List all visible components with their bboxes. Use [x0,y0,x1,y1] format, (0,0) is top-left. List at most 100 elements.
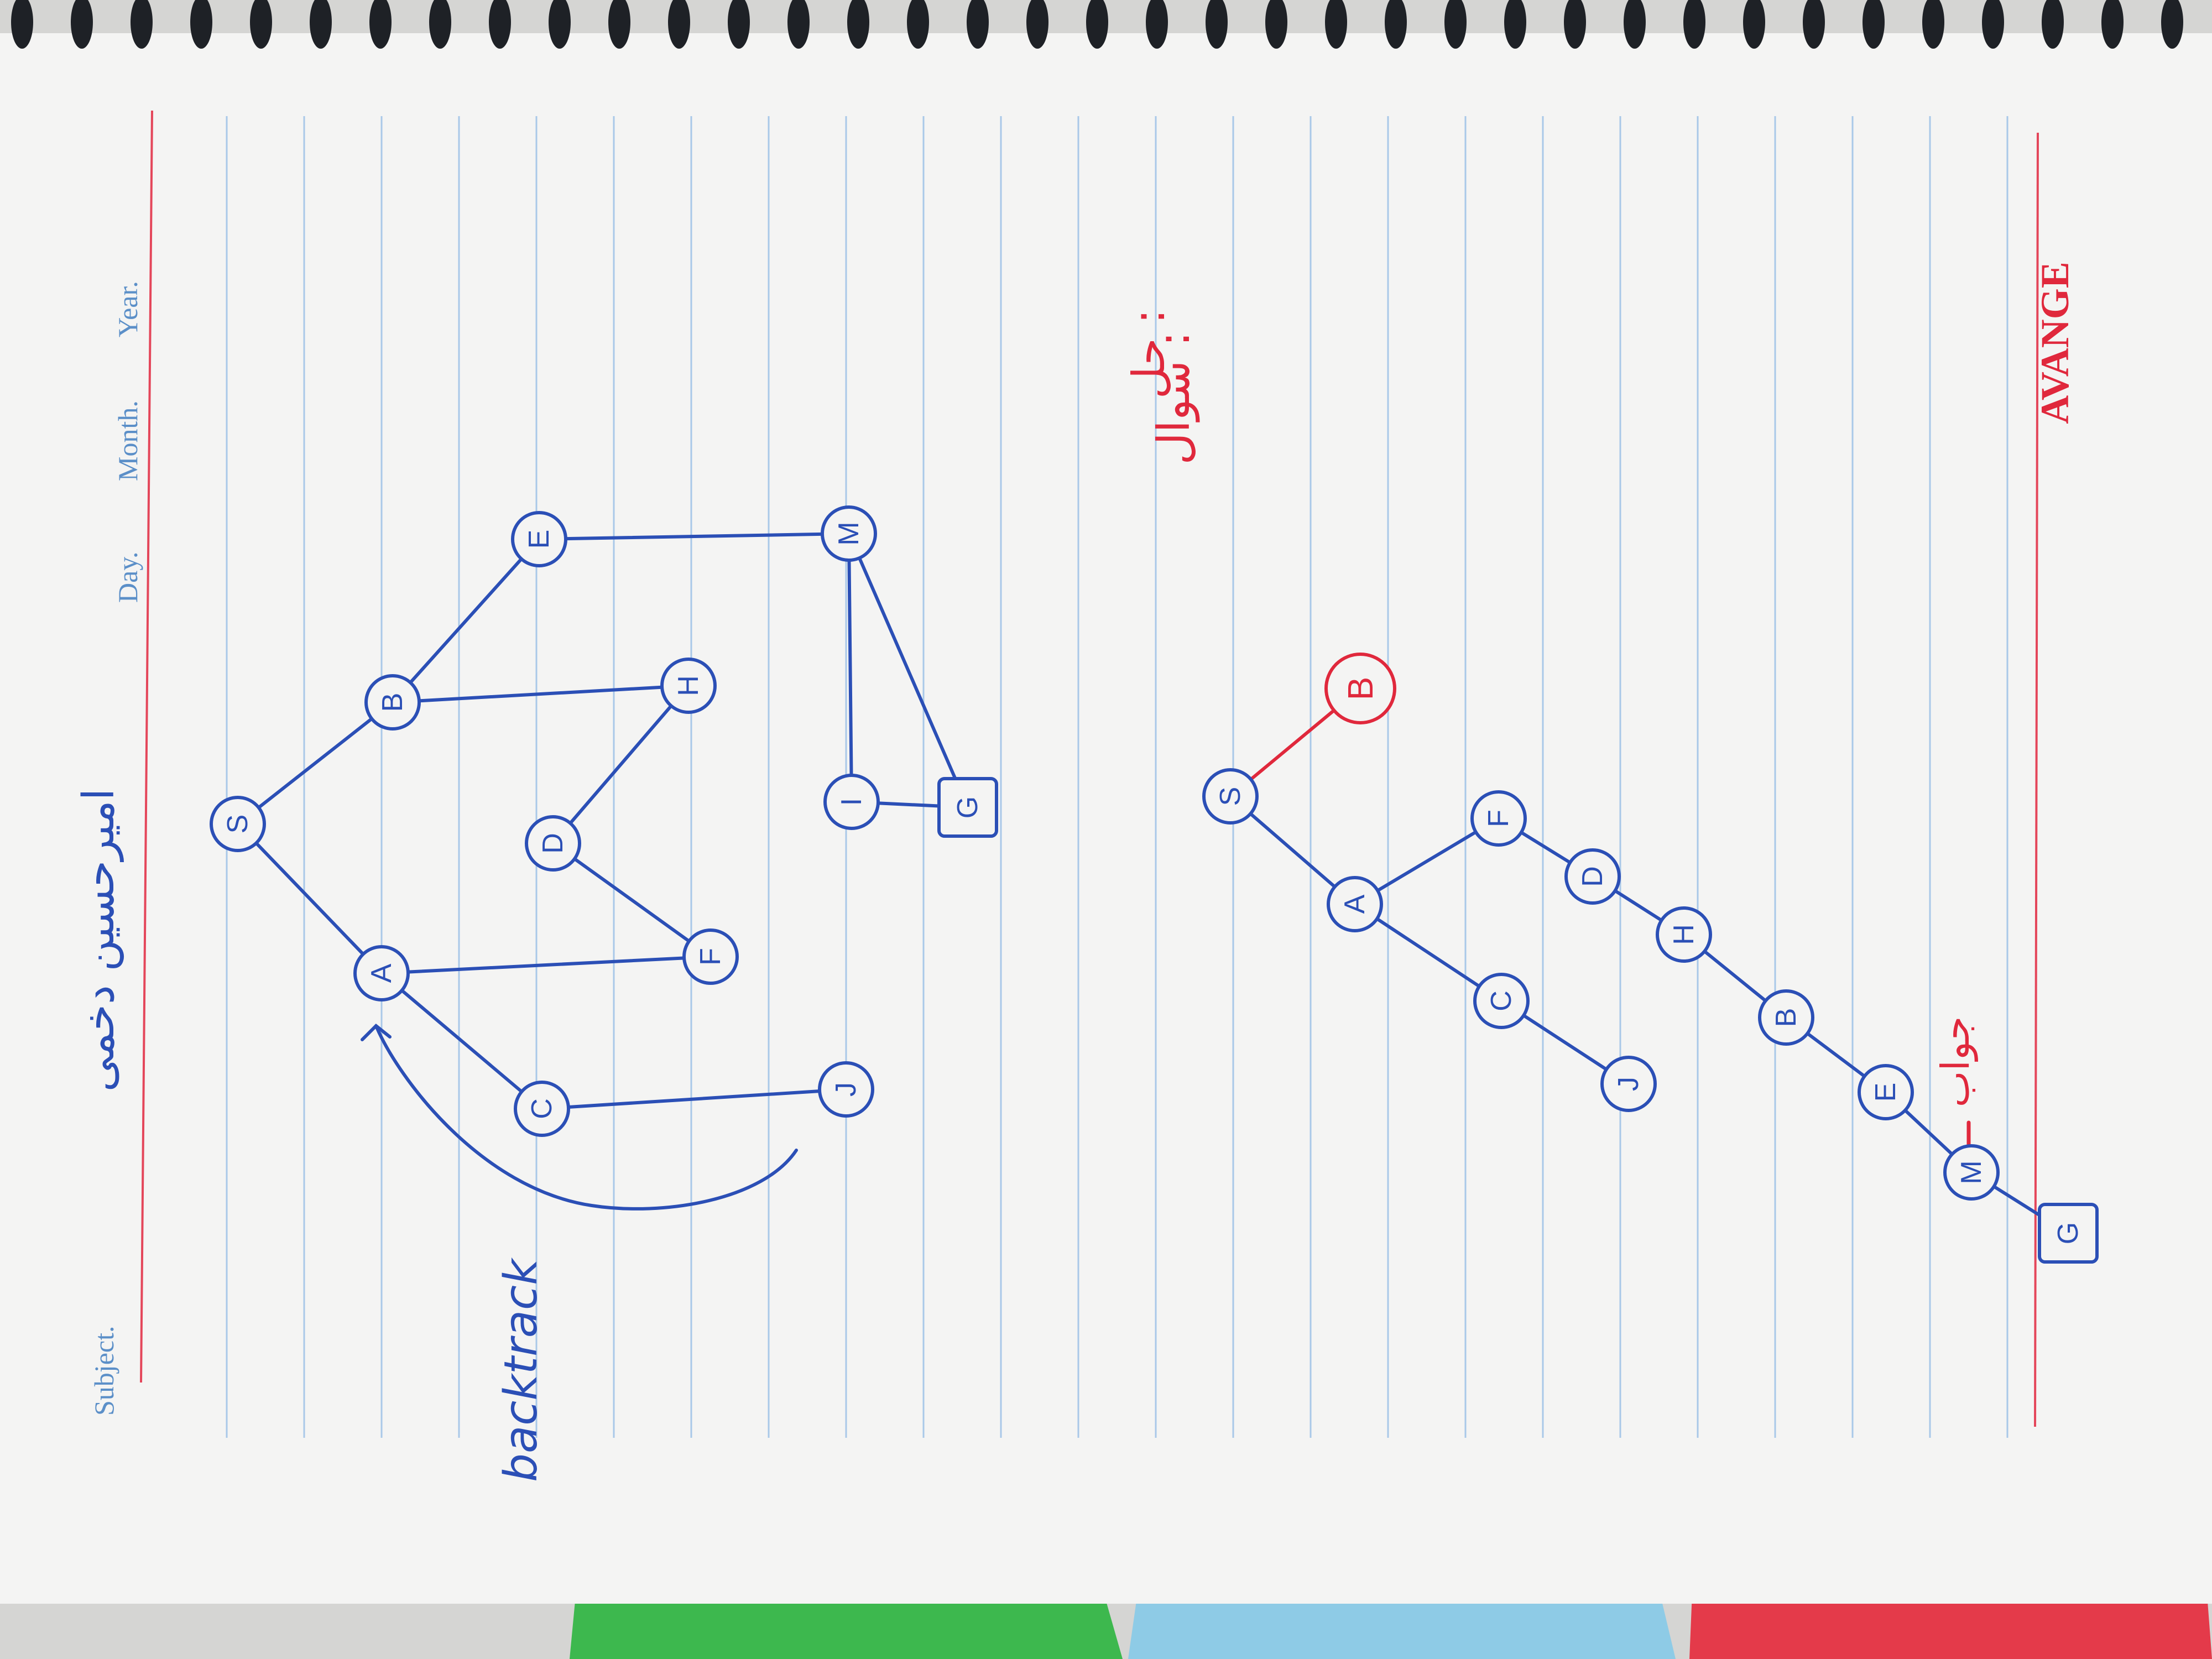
spiral-coil [1086,0,1108,49]
node-circle [1564,848,1621,905]
spiral-coil [668,0,690,49]
node-circle [1656,906,1712,963]
spiral-coil [310,0,332,49]
node-circle [511,511,567,567]
spiral-coil [489,0,511,49]
spiral-coil [71,0,93,49]
node-label: B [1340,677,1380,701]
graph-node-g: G [937,777,998,838]
month-label: Month. [112,400,143,481]
spiral-coil [907,0,929,49]
node-label: C [526,1098,558,1119]
node-circle [353,945,410,1001]
spiral-coil [847,0,869,49]
node-circle [1600,1056,1657,1112]
node-label: F [695,948,727,966]
node-circle [210,796,266,852]
ruled-lines [226,116,2008,1438]
spiral-coil [1444,0,1467,49]
node-label: H [672,675,705,696]
node-label: M [1955,1160,1987,1184]
node-circle [364,674,421,731]
spiral-coil [1743,0,1765,49]
graph-node-e: E [511,511,567,567]
spiral-coil [1982,0,2004,49]
node-box [937,777,998,838]
node-circle [1758,989,1814,1046]
tree-node-h: H [1656,906,1712,963]
graph-node-s: S [210,796,266,852]
year-label: Year. [112,281,143,337]
spiral-coil [1206,0,1228,49]
node-circle [514,1081,570,1137]
node-label: E [1870,1083,1902,1102]
divider-tab-red [1689,1587,2212,1659]
node-circle [1470,790,1527,847]
tree-node-d: D [1564,848,1621,905]
divider-tabs [570,1587,2212,1659]
spiral-coil [190,0,212,49]
graph-edge-b-h [391,684,690,704]
header-margin-line [140,110,153,1383]
spiral-coil [549,0,571,49]
spiral-coil [967,0,989,49]
tree-node-g: G [2038,1203,2099,1264]
spiral-coil [1325,0,1347,49]
graph-edges [236,532,969,1110]
tree-edge-a-c [1353,902,1503,1003]
graph-node-d: D [525,815,581,872]
tree-node-b: B [1758,989,1814,1046]
node-label: J [1613,1077,1645,1091]
spiral-coil [1564,0,1586,49]
spiral-coil [2161,0,2183,49]
node-label: A [366,963,398,983]
spiral-coil [2101,0,2124,49]
node-circle [1327,876,1383,932]
graph-node-f: F [682,928,739,985]
graph-node-i: I [823,774,880,830]
spiral-coil [1922,0,1944,49]
graph-node-a: A [353,945,410,1001]
question-label: سوال : [1148,331,1200,465]
day-label: Day. [112,551,143,603]
graph-edge-d-f [551,842,712,958]
node-label: B [377,693,409,712]
answer-label: حل : [1123,309,1175,399]
node-circle [821,505,877,562]
spiral-coil [1803,0,1825,49]
tree-node-j: J [1600,1056,1657,1112]
graph-edge-d-h [551,684,690,845]
node-label: G [952,796,984,818]
graph-edge-s-b [236,701,394,826]
graph-node-m: M [821,505,877,562]
graph-nodes: S A B E D H F C J M I G [210,505,998,1137]
node-circle [1473,973,1530,1029]
node-label: M [833,521,865,545]
tree-node-m: M [1943,1144,2000,1201]
spiral-coil [787,0,810,49]
node-label: A [1339,894,1371,914]
graph-node-c: C [514,1081,570,1137]
node-circle [1202,768,1259,825]
spiral-coil [369,0,392,49]
spiral-coil [608,0,630,49]
graph-node-j: J [818,1061,874,1118]
tree-node-f: F [1470,790,1527,847]
graph-edge-a-c [380,972,544,1110]
spiral-coil [429,0,451,49]
tree-node-c: C [1473,973,1530,1029]
spiral-coil [1863,0,1885,49]
result-label: جواب [1933,1016,1978,1108]
graph-node-h: H [660,658,717,714]
node-label: F [1483,810,1515,827]
node-label: C [1485,990,1517,1011]
spiral-coil [728,0,750,49]
spiral-coil [250,0,272,49]
node-label: D [537,833,569,854]
spiral-coil [1624,0,1646,49]
node-box [2038,1203,2099,1264]
spiral-coil [1504,0,1526,49]
graph-edge-b-e [391,538,541,704]
spiral-coil [1146,0,1168,49]
graph-edge-a-f [380,955,712,975]
